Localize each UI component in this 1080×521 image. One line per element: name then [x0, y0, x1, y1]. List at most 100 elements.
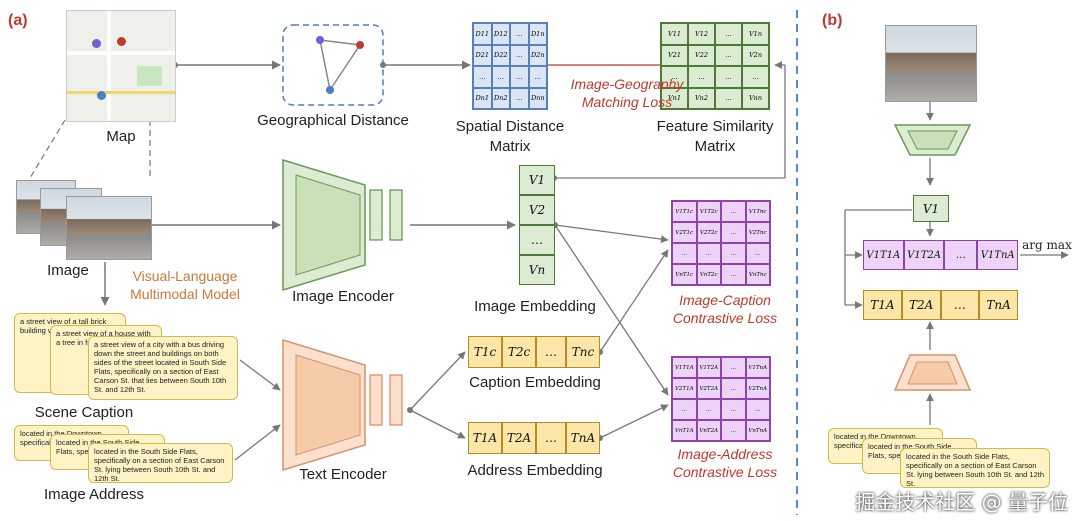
- panel-b-address-row: T1A T2A … TnA: [863, 290, 1018, 320]
- feature-matrix-cell: …: [742, 66, 769, 88]
- image-photo-3: [66, 196, 152, 260]
- panel-b-address-t1: T1A: [863, 290, 902, 320]
- image-address-label: Image Address: [43, 486, 145, 503]
- address-contrast-cell: …: [721, 357, 746, 378]
- panel-b-score-ellipsis: …: [944, 240, 978, 270]
- panel-a-label: (a): [8, 12, 28, 29]
- feature-matrix-cell: Vnn: [742, 87, 769, 109]
- feature-matrix-cell: Vn2: [688, 87, 715, 109]
- image-label: Image: [47, 262, 89, 279]
- caption-embedding-ellipsis: …: [536, 336, 566, 368]
- address-loss-label-2: Contrastive Loss: [672, 464, 778, 480]
- image-embedding-ellipsis: …: [519, 225, 555, 255]
- address-loss-label-1: Image-Address: [677, 446, 773, 462]
- geo-loss-label-2: Matching Loss: [581, 94, 673, 110]
- feature-matrix-cell: Vn1: [661, 87, 688, 109]
- spatial-matrix-cell: …: [510, 66, 529, 88]
- spatial-matrix-label-2: Matrix: [489, 138, 531, 155]
- feature-matrix-cell: …: [661, 66, 688, 88]
- caption-contrast-cell: V2T1c: [672, 222, 697, 243]
- caption-contrast-cell: V1Tnc: [745, 201, 770, 222]
- panel-b-score-row: V1T1A V1T2A … V1TnA: [863, 240, 1019, 270]
- vlm-label-2: Multimodal Model: [130, 286, 240, 302]
- geo-loss-label-1: Image-Geography: [570, 76, 684, 92]
- feature-matrix-cell: V2n: [742, 44, 769, 66]
- spatial-matrix-cell: …: [510, 44, 529, 66]
- address-contrast-cell: …: [745, 399, 770, 420]
- address-contrast-cell: V2TnA: [745, 378, 770, 399]
- feature-matrix-cell: …: [715, 87, 742, 109]
- address-contrast-cell: V1TnA: [745, 357, 770, 378]
- caption-contrast-cell: V2Tnc: [745, 222, 770, 243]
- spatial-matrix-cell: Dnn: [528, 87, 547, 109]
- caption-loss-label-1: Image-Caption: [679, 292, 771, 308]
- panel-b-address-card-3: located in the South Side Flats, specifi…: [900, 448, 1050, 488]
- caption-contrast-cell: V2T2c: [696, 222, 721, 243]
- spatial-matrix-cell: D21: [473, 44, 492, 66]
- image-embedding-v1: V1: [519, 165, 555, 195]
- caption-embedding-t1: T1c: [468, 336, 502, 368]
- address-contrast-cell: …: [696, 399, 721, 420]
- caption-embedding-t2: T2c: [502, 336, 536, 368]
- feature-matrix-cell: V11: [661, 23, 688, 45]
- caption-contrast-cell: …: [721, 264, 746, 285]
- address-contrast-cell: …: [672, 399, 697, 420]
- address-embedding-t1: T1A: [468, 422, 502, 454]
- spatial-matrix-cell: D11: [473, 23, 492, 45]
- address-card-3: located in the South Side Flats, specifi…: [88, 443, 233, 483]
- spatial-matrix-label-1: Spatial Distance: [455, 118, 565, 135]
- caption-contrast-cell: VnTnc: [745, 264, 770, 285]
- address-embedding-label: Address Embedding: [467, 462, 603, 479]
- feature-matrix-cell: V21: [661, 44, 688, 66]
- address-embedding-ellipsis: …: [536, 422, 566, 454]
- feature-matrix-cell: V12: [688, 23, 715, 45]
- caption-embedding-label: Caption Embedding: [469, 374, 601, 391]
- spatial-matrix-cell: …: [510, 87, 529, 109]
- spatial-matrix-cell: Dn2: [491, 87, 510, 109]
- caption-contrast-cell: VnT2c: [696, 264, 721, 285]
- panel-b-address-t2: T2A: [901, 290, 941, 320]
- scene-caption-label: Scene Caption: [34, 404, 134, 421]
- caption-contrast-cell: V1T1c: [672, 201, 697, 222]
- address-embedding-t2: T2A: [502, 422, 536, 454]
- vlm-label-1: Visual-Language: [132, 268, 238, 284]
- caption-contrast-cell: …: [745, 243, 770, 264]
- feature-matrix-label-1: Feature Similarity: [656, 118, 774, 135]
- panel-b-v1: V1: [913, 195, 949, 222]
- spatial-matrix-cell: …: [473, 66, 492, 88]
- image-embedding-vn: Vn: [519, 255, 555, 285]
- caption-loss-label-2: Contrastive Loss: [672, 310, 778, 326]
- address-contrast-cell: VnTnA: [745, 420, 770, 441]
- panel-b-address-tn: TnA: [979, 290, 1018, 320]
- caption-contrast-cell: …: [696, 243, 721, 264]
- map-image: [66, 10, 176, 122]
- geo-distance-label: Geographical Distance: [257, 112, 409, 129]
- spatial-matrix-cell: D1n: [528, 23, 547, 45]
- panel-b-score-1: V1T1A: [863, 240, 904, 270]
- panel-b-address-ellipsis: …: [940, 290, 980, 320]
- address-contrast-cell: …: [721, 378, 746, 399]
- map-label: Map: [106, 128, 136, 145]
- argmax-label: arg max: [1022, 238, 1072, 252]
- spatial-matrix-cell: D2n: [528, 44, 547, 66]
- scene-caption-card-3: a street view of a city with a bus drivi…: [88, 336, 238, 400]
- panel-b-score-2: V1T2A: [903, 240, 945, 270]
- feature-matrix-cell: V1n: [742, 23, 769, 45]
- feature-matrix-cell: …: [715, 44, 742, 66]
- address-contrast-cell: V1T2A: [696, 357, 721, 378]
- caption-contrast-cell: …: [672, 243, 697, 264]
- panel-b-label: (b): [822, 12, 843, 29]
- feature-matrix-cell: V22: [688, 44, 715, 66]
- address-contrast-cell: VnT2A: [696, 420, 721, 441]
- panel-b-photo: [885, 25, 977, 102]
- address-contrast-cell: V1T1A: [672, 357, 697, 378]
- feature-matrix-cell: …: [715, 66, 742, 88]
- spatial-matrix-cell: …: [491, 66, 510, 88]
- spatial-matrix-cell: D12: [491, 23, 510, 45]
- address-contrast-cell: V2T2A: [696, 378, 721, 399]
- panel-b-score-n: V1TnA: [977, 240, 1019, 270]
